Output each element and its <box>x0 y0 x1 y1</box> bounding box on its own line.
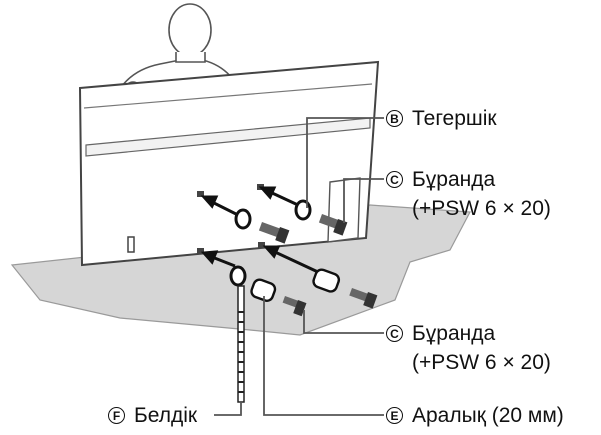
belt-callout: F Белдік <box>108 405 197 426</box>
badge-c-icon: C <box>386 325 403 342</box>
screw-bottom-label: Бұранда <box>412 323 495 344</box>
screw-bottom-callout: C Бұранда <box>386 323 495 344</box>
belt-icon <box>238 286 244 402</box>
screw-top-label: Бұранда <box>412 169 495 190</box>
badge-c-icon: C <box>386 171 403 188</box>
badge-f-icon: F <box>108 407 125 424</box>
spacer-label: Аралық (20 мм) <box>412 405 564 426</box>
spacer-callout: E Аралық (20 мм) <box>386 405 564 426</box>
screw-bottom-spec: (+PSW 6 × 20) <box>412 352 551 373</box>
tv-back-icon <box>80 62 378 265</box>
washer-label: Тегершік <box>412 108 497 129</box>
badge-b-icon: B <box>386 110 403 127</box>
screw-top-callout: C Бұранда <box>386 169 495 190</box>
badge-e-icon: E <box>386 407 403 424</box>
washer-callout: B Тегершік <box>386 108 497 129</box>
belt-label: Белдік <box>134 405 197 426</box>
screw-top-spec: (+PSW 6 × 20) <box>412 198 551 219</box>
